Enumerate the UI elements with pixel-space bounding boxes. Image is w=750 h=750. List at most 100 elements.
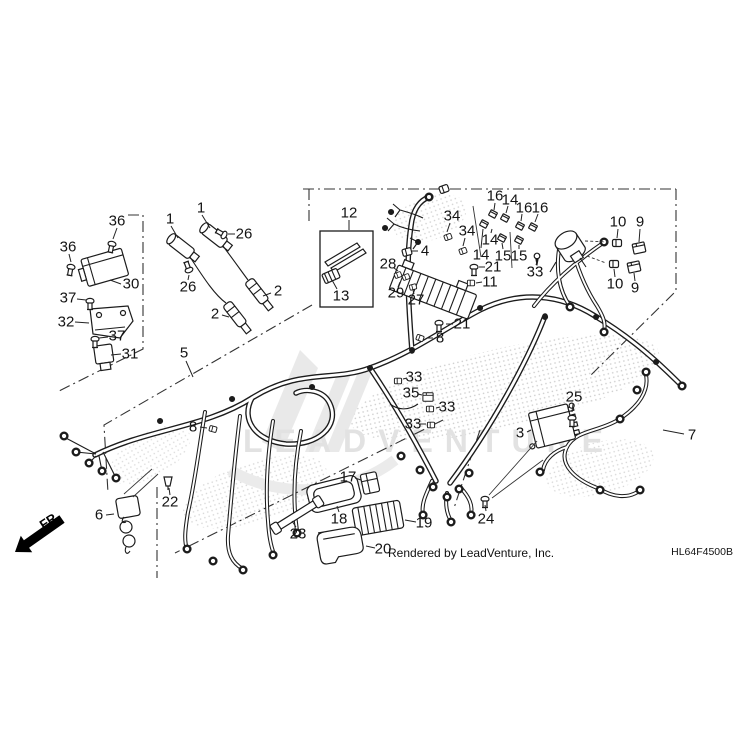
callout-17[interactable]: 17 (340, 469, 357, 486)
callout-16[interactable]: 16 (516, 200, 533, 217)
callout-20[interactable]: 20 (375, 541, 392, 558)
part-17-connector-cover[interactable] (359, 471, 381, 495)
callout-leader-1 (170, 225, 179, 239)
callout-16[interactable]: 16 (487, 188, 504, 205)
callout-13[interactable]: 13 (333, 288, 350, 305)
callout-33[interactable]: 33 (527, 264, 544, 281)
callout-24[interactable]: 24 (478, 511, 495, 528)
callout-35[interactable]: 35 (403, 385, 420, 402)
fuse-16 (514, 221, 526, 231)
callout-29[interactable]: 29 (388, 285, 405, 302)
callout-31[interactable]: 31 (122, 346, 139, 363)
callout-9[interactable]: 9 (631, 280, 639, 297)
callout-leader-15 (501, 242, 504, 250)
callout-leader-25 (571, 403, 574, 413)
part-23-strip[interactable] (269, 495, 325, 535)
callout-10[interactable]: 10 (607, 276, 624, 293)
callout-leader-22 (168, 487, 171, 496)
callout-8[interactable]: 8 (189, 419, 197, 436)
callout-22[interactable]: 22 (162, 494, 179, 511)
part-2-plug-cap[interactable] (243, 276, 276, 313)
watermark-logo-bar (305, 372, 352, 452)
callout-37[interactable]: 37 (60, 290, 77, 307)
part-31-sensor[interactable] (93, 343, 115, 372)
callout-19[interactable]: 19 (416, 515, 433, 532)
callout-36[interactable]: 36 (60, 239, 77, 256)
callout-leader-27 (412, 289, 415, 295)
callout-2[interactable]: 2 (274, 283, 282, 300)
bolt-21 (469, 263, 479, 277)
callout-leader-26 (187, 274, 190, 281)
callout-leader-7 (662, 429, 685, 435)
part-19-control-unit[interactable] (351, 499, 405, 537)
callout-1[interactable]: 1 (197, 200, 205, 217)
callout-21[interactable]: 21 (485, 259, 502, 276)
connector-11 (466, 279, 476, 287)
callout-10[interactable]: 10 (610, 214, 627, 231)
part-1-ignition-coil[interactable] (197, 220, 235, 254)
callout-5[interactable]: 5 (180, 345, 188, 362)
callout-33[interactable]: 33 (405, 416, 422, 433)
part-1-ignition-coil[interactable] (164, 231, 202, 265)
callout-12[interactable]: 12 (341, 205, 358, 222)
part-7-sub-harness[interactable] (535, 367, 651, 499)
callout-leader-33 (402, 377, 408, 380)
callout-7[interactable]: 7 (688, 427, 696, 444)
callout-3[interactable]: 3 (516, 425, 524, 442)
callout-23[interactable]: 23 (290, 526, 307, 543)
bolt-36 (64, 263, 76, 277)
callout-leader-24 (484, 504, 487, 512)
callout-leader-5 (185, 360, 194, 378)
callout-leader-16 (534, 213, 539, 223)
callout-leader-9 (633, 272, 636, 282)
callout-11[interactable]: 11 (482, 274, 498, 291)
callout-28[interactable]: 28 (380, 256, 397, 273)
part-30-ecu[interactable] (76, 247, 129, 288)
fuse-14 (499, 213, 511, 223)
part-12-kit-box[interactable] (319, 230, 374, 308)
callout-18[interactable]: 18 (331, 511, 348, 528)
part-32-bracket[interactable] (89, 305, 134, 339)
callout-25[interactable]: 25 (566, 389, 583, 406)
fr-direction-indicator: FR. (15, 508, 65, 553)
callout-leader-33 (535, 261, 538, 266)
callout-9[interactable]: 9 (636, 214, 644, 231)
hardware-glyphs (64, 209, 647, 509)
part-6-switch[interactable] (115, 468, 159, 554)
callout-2[interactable]: 2 (211, 306, 219, 323)
callout-16[interactable]: 16 (532, 200, 549, 217)
callout-15[interactable]: 15 (511, 248, 528, 265)
callout-21[interactable]: 21 (454, 316, 471, 333)
part-5-main-wire-harness[interactable] (59, 183, 687, 575)
callout-leader-14 (505, 205, 509, 214)
part-20-cover[interactable] (316, 526, 365, 565)
watermark-logo-bar (325, 372, 372, 452)
callout-15[interactable]: 15 (495, 248, 512, 265)
callout-33[interactable]: 33 (406, 369, 423, 386)
callout-14[interactable]: 14 (482, 232, 499, 249)
callout-8[interactable]: 8 (436, 330, 444, 347)
callout-4[interactable]: 4 (421, 243, 429, 260)
callout-26[interactable]: 26 (236, 226, 253, 243)
callout-26[interactable]: 26 (180, 279, 197, 296)
callout-leader-23 (291, 520, 297, 528)
callout-34[interactable]: 34 (444, 208, 461, 225)
spark-plug-wires (189, 245, 249, 304)
callout-32[interactable]: 32 (58, 314, 75, 331)
watermark-logo-bar (262, 350, 318, 452)
fr-arrow (15, 515, 65, 553)
callout-leader-17 (354, 477, 362, 481)
part-2-plug-cap[interactable] (221, 299, 254, 336)
callout-14[interactable]: 14 (502, 192, 519, 209)
callout-30[interactable]: 30 (123, 276, 140, 293)
callout-14[interactable]: 14 (473, 247, 490, 264)
callout-37[interactable]: 37 (109, 328, 126, 345)
callout-36[interactable]: 36 (109, 213, 126, 230)
callout-34[interactable]: 34 (459, 223, 476, 240)
callout-leader-31 (110, 353, 122, 356)
callout-27[interactable]: 27 (408, 292, 425, 309)
callout-1[interactable]: 1 (166, 211, 174, 228)
callout-6[interactable]: 6 (95, 507, 103, 524)
callout-33[interactable]: 33 (439, 399, 456, 416)
callout-leader-30 (109, 279, 122, 285)
